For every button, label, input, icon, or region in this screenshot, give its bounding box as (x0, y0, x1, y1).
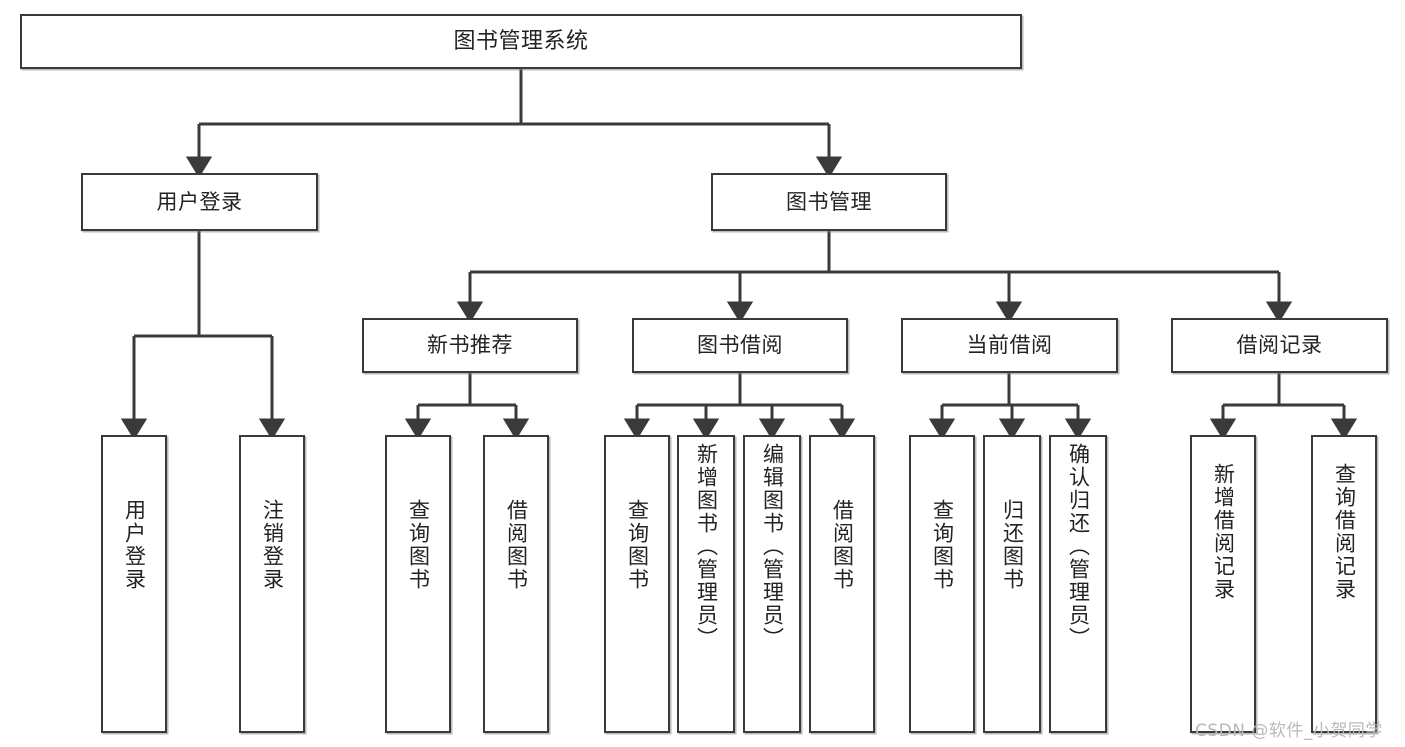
node-leaf-query-record-label: 查询借阅记录 (1332, 463, 1357, 601)
node-book-manage[interactable]: 图书管理 (711, 173, 947, 231)
node-leaf-query-book-1-label: 查询图书 (406, 499, 431, 591)
node-user-login-label: 用户登录 (156, 189, 243, 214)
node-leaf-query-book-3[interactable]: 查询图书 (909, 435, 975, 733)
node-borrow-record[interactable]: 借阅记录 (1171, 318, 1388, 373)
csdn-watermark: CSDN @软件_小贺同学 (1195, 721, 1383, 741)
node-book-borrow[interactable]: 图书借阅 (632, 318, 848, 373)
node-leaf-query-record[interactable]: 查询借阅记录 (1311, 435, 1377, 733)
node-leaf-return-book-label: 归还图书 (1000, 499, 1025, 591)
node-book-borrow-label: 图书借阅 (697, 333, 783, 358)
node-root-label: 图书管理系统 (453, 28, 589, 54)
node-leaf-borrow-book-2[interactable]: 借阅图书 (809, 435, 875, 733)
node-leaf-confirm-return-label: 确认归还（管理员） (1066, 443, 1091, 650)
node-leaf-borrow-book-1-label: 借阅图书 (504, 499, 529, 591)
node-current-borrow-label: 当前借阅 (966, 333, 1053, 358)
node-leaf-user-logout-label: 注销登录 (260, 499, 285, 591)
node-leaf-borrow-book-1[interactable]: 借阅图书 (483, 435, 549, 733)
node-leaf-return-book[interactable]: 归还图书 (983, 435, 1041, 733)
node-leaf-query-book-1[interactable]: 查询图书 (385, 435, 451, 733)
node-leaf-query-book-2-label: 查询图书 (625, 499, 650, 591)
node-new-book-recommend-label: 新书推荐 (427, 333, 513, 358)
node-leaf-user-logout[interactable]: 注销登录 (239, 435, 305, 733)
node-leaf-confirm-return[interactable]: 确认归还（管理员） (1049, 435, 1107, 733)
node-leaf-add-record-label: 新增借阅记录 (1211, 463, 1236, 601)
node-leaf-add-book-label: 新增图书（管理员） (694, 443, 719, 650)
node-leaf-user-login[interactable]: 用户登录 (101, 435, 167, 733)
node-current-borrow[interactable]: 当前借阅 (901, 318, 1118, 373)
node-borrow-record-label: 借阅记录 (1236, 333, 1323, 358)
node-leaf-user-login-label: 用户登录 (122, 499, 147, 591)
node-leaf-edit-book-label: 编辑图书（管理员） (760, 443, 785, 650)
node-user-login[interactable]: 用户登录 (81, 173, 318, 231)
node-leaf-query-book-2[interactable]: 查询图书 (604, 435, 670, 733)
node-new-book-recommend[interactable]: 新书推荐 (362, 318, 578, 373)
node-leaf-edit-book[interactable]: 编辑图书（管理员） (743, 435, 801, 733)
node-root[interactable]: 图书管理系统 (20, 14, 1022, 69)
node-leaf-add-record[interactable]: 新增借阅记录 (1190, 435, 1256, 733)
node-leaf-add-book[interactable]: 新增图书（管理员） (677, 435, 735, 733)
node-leaf-query-book-3-label: 查询图书 (930, 499, 955, 591)
node-leaf-borrow-book-2-label: 借阅图书 (830, 499, 855, 591)
node-book-manage-label: 图书管理 (786, 189, 872, 214)
